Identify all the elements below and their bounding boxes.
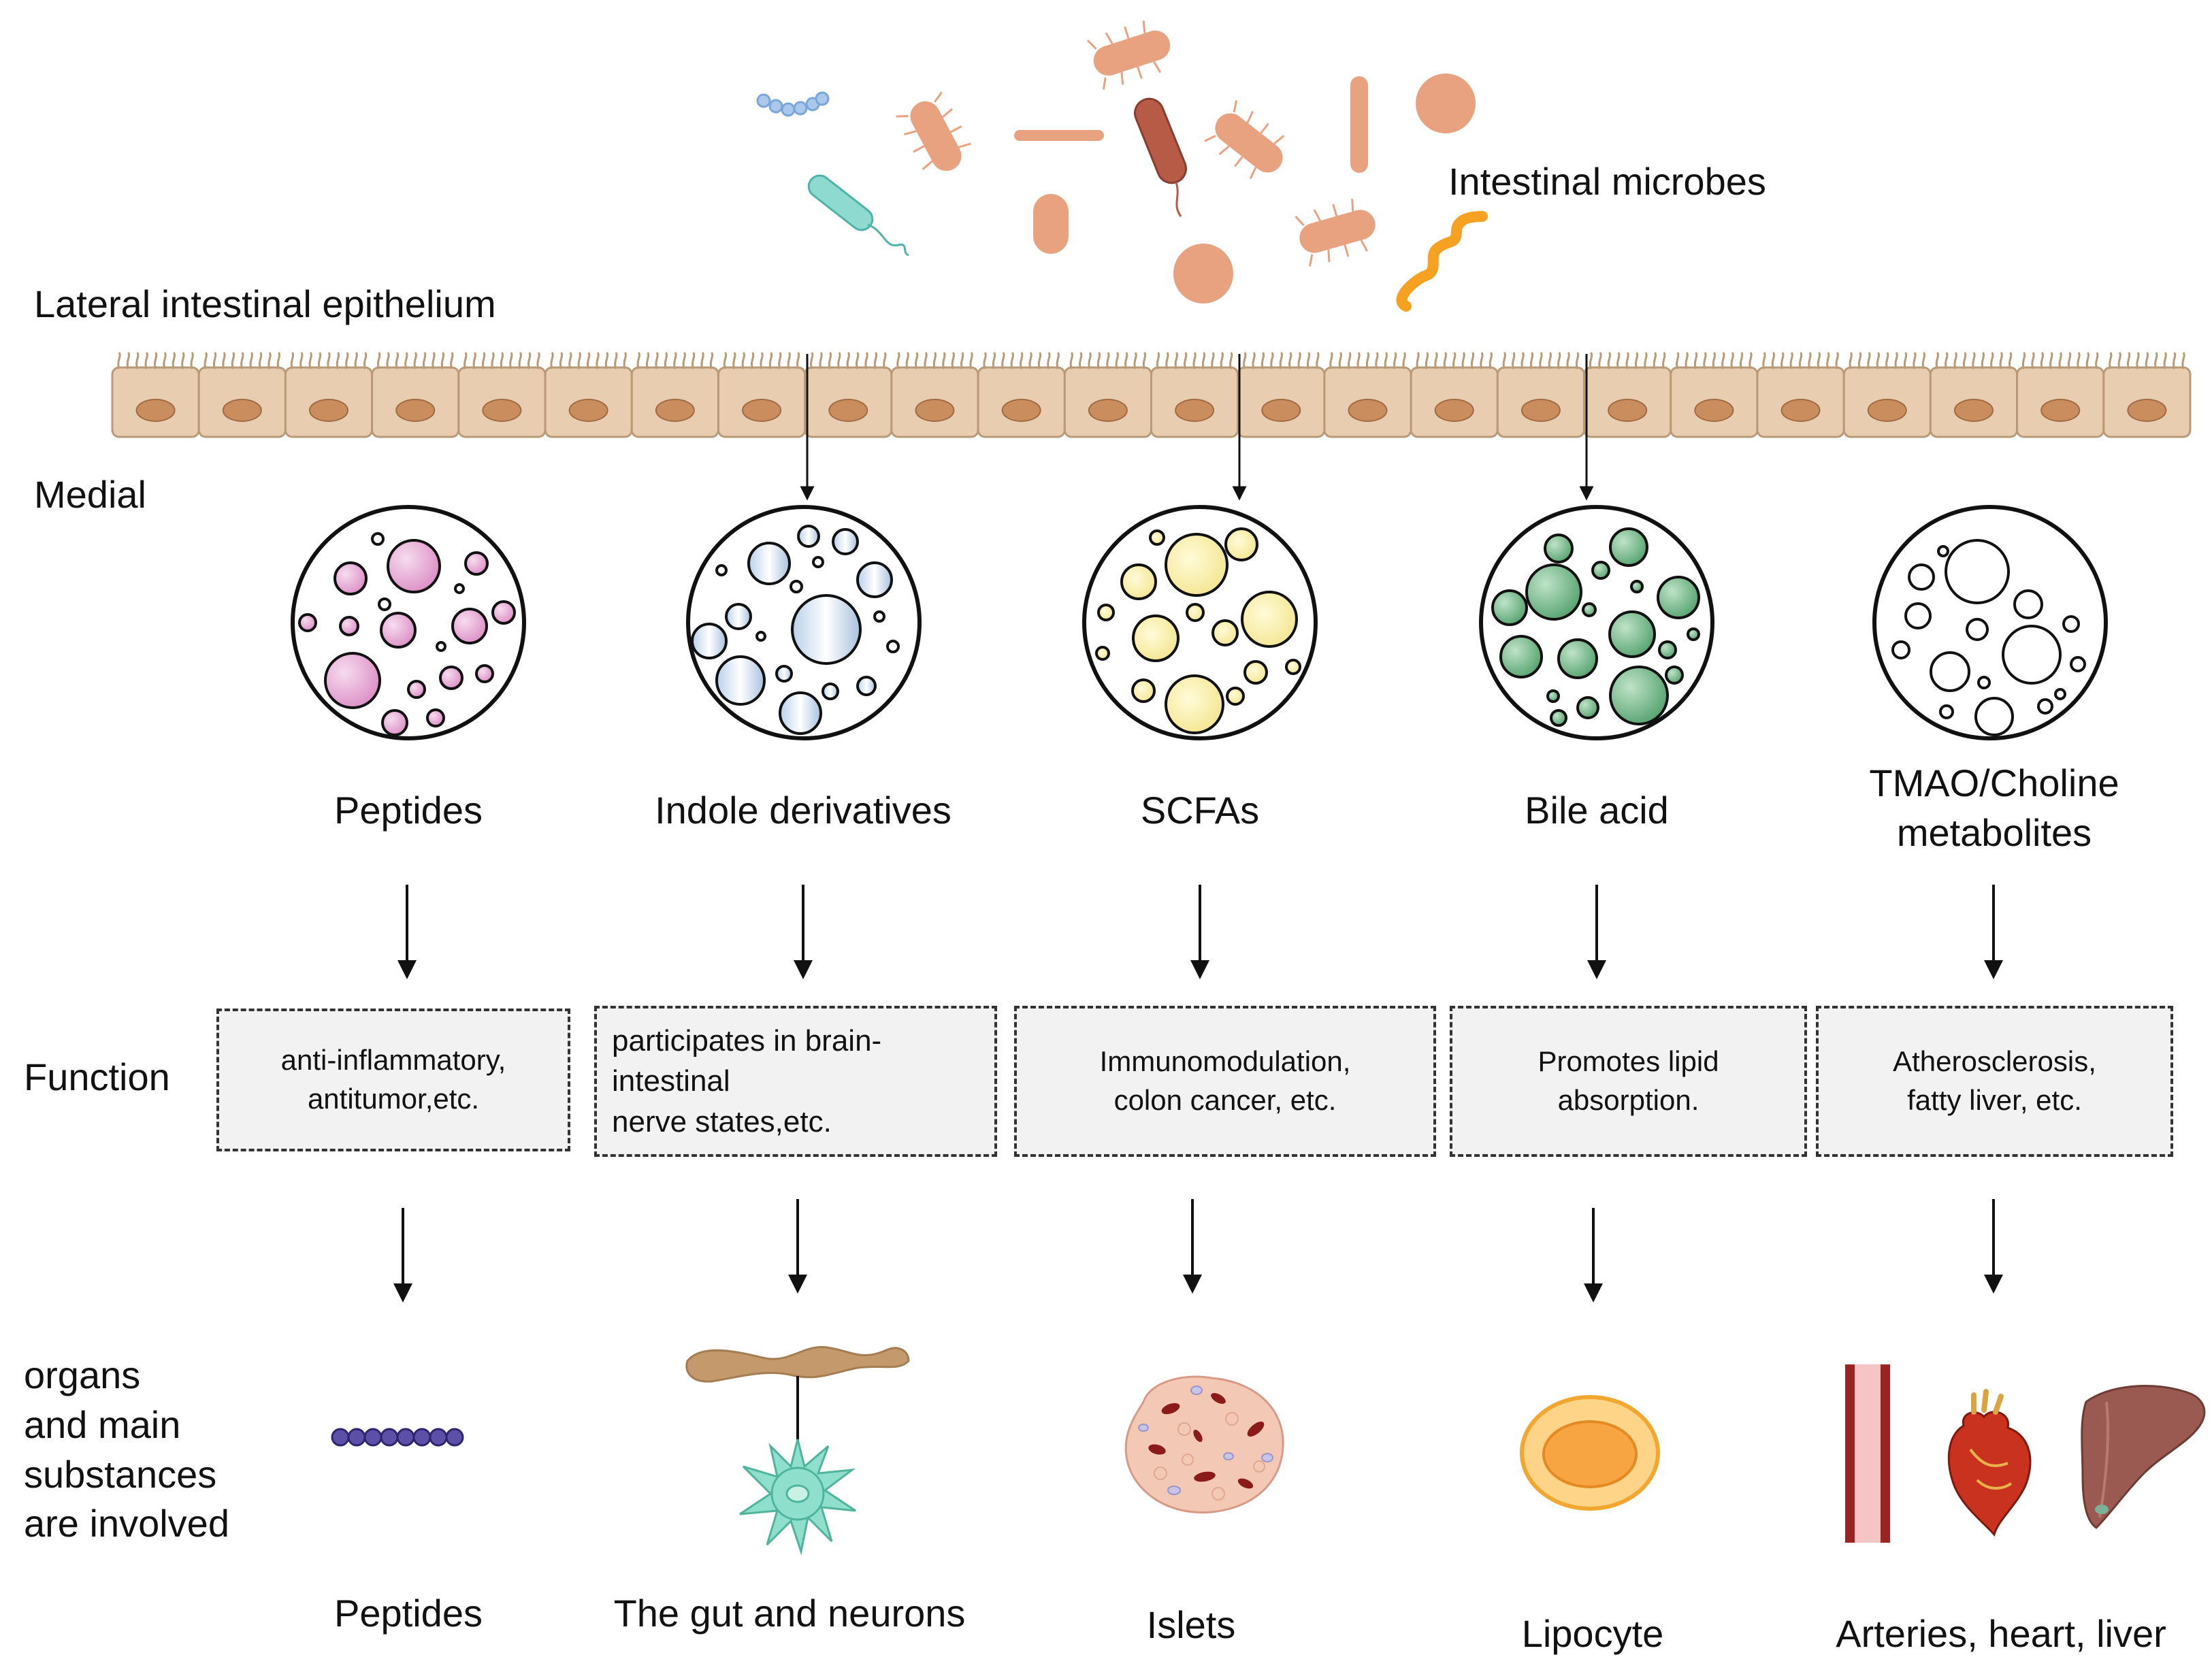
- lipocyte-icon: [1520, 1395, 1660, 1511]
- flow-arrows: [393, 885, 2003, 1302]
- organ-name: Arteries, heart, liver: [1836, 1612, 2166, 1655]
- epithelial-cell: [977, 352, 1066, 438]
- function-box: anti-inflammatory, antitumor,etc.: [216, 1009, 570, 1151]
- metabolite-name: Indole derivatives: [655, 789, 952, 832]
- epithelial-cell: [804, 352, 893, 438]
- coccus-chain-icon: [756, 91, 830, 117]
- epithelial-cell: [1670, 352, 1759, 438]
- short-rod-bacterium-icon: [1033, 194, 1069, 254]
- islet-icon: [1124, 1375, 1284, 1514]
- epithelial-cell: [197, 352, 287, 438]
- artery-icon: [1845, 1364, 1890, 1543]
- epithelial-cell: [1323, 352, 1412, 438]
- thin-rod-bacterium-icon: [1014, 130, 1104, 141]
- epithelium-arrows: [800, 354, 1594, 501]
- microbes-group: [756, 20, 1488, 312]
- organ-name: Islets: [1146, 1603, 1236, 1646]
- liver-icon: [2081, 1385, 2206, 1529]
- thin-rod-bacterium-icon: [1350, 76, 1368, 173]
- hairy-bacterium-icon: [1204, 100, 1285, 180]
- function-box: Promotes lipid absorption.: [1450, 1006, 1807, 1157]
- function-box: participates in brain-intestinal nerve s…: [594, 1006, 997, 1157]
- metabolite-scfas-circle: [1082, 505, 1318, 740]
- epithelial-cell: [111, 352, 200, 438]
- epithelial-cell: [630, 352, 719, 438]
- epithelial-cell: [2102, 352, 2192, 438]
- epithelial-cell: [1583, 352, 1672, 438]
- lateral-epithelium-label: Lateral intestinal epithelium: [34, 282, 496, 325]
- function-text: Immunomodulation, colon cancer, etc.: [1099, 1045, 1351, 1116]
- intestinal-microbes-label: Intestinal microbes: [1448, 160, 1766, 203]
- intestinal-epithelium: [111, 352, 2192, 438]
- medial-label: Medial: [34, 473, 146, 516]
- coccus-bacterium-icon: [1173, 244, 1233, 304]
- metabolite-peptides-circle: [291, 505, 526, 740]
- organs-label: organs and main substances are involved: [24, 1354, 229, 1545]
- dark-bacterium-icon: [1134, 97, 1187, 217]
- epithelial-cell: [890, 352, 979, 438]
- epithelial-cell: [544, 352, 633, 438]
- epithelial-cell: [1063, 352, 1152, 438]
- metabolite-name: Peptides: [334, 789, 483, 832]
- function-box: Atherosclerosis, fatty liver, etc.: [1816, 1006, 2173, 1157]
- organ-name: Lipocyte: [1521, 1612, 1664, 1655]
- metabolite-name: Bile acid: [1525, 789, 1669, 832]
- heart-icon: [1947, 1389, 2032, 1537]
- teal-bacterium-icon: [807, 174, 909, 257]
- epithelial-cell: [457, 352, 547, 438]
- epithelial-cell: [1496, 352, 1586, 438]
- epithelial-cell: [1150, 352, 1239, 438]
- function-text: Atherosclerosis, fatty liver, etc.: [1893, 1045, 2096, 1116]
- epithelial-cell: [1410, 352, 1499, 438]
- gut-neuron-icon: [685, 1345, 910, 1556]
- epithelial-cell: [284, 352, 374, 438]
- metabolite-name: SCFAs: [1140, 789, 1260, 832]
- hairy-bacterium-icon: [1295, 199, 1376, 267]
- epithelial-cell: [371, 352, 460, 438]
- function-text: Promotes lipid absorption.: [1538, 1045, 1719, 1116]
- metabolite-tmao-circle: [1872, 505, 2108, 740]
- function-box: Immunomodulation, colon cancer, etc.: [1014, 1006, 1436, 1157]
- epithelial-cell: [1842, 352, 1932, 438]
- organ-name: Peptides: [334, 1592, 483, 1635]
- function-text: anti-inflammatory, antitumor,etc.: [280, 1044, 506, 1115]
- spirochete-icon: [1396, 211, 1488, 312]
- epithelial-cell: [1237, 352, 1326, 438]
- hairy-bacterium-icon: [896, 91, 971, 171]
- epithelial-cell: [717, 352, 807, 438]
- organ-name: The gut and neurons: [613, 1592, 966, 1635]
- metabolite-indole-circle: [686, 505, 922, 740]
- epithelial-cell: [1756, 352, 1845, 438]
- peptide-chain-icon: [331, 1428, 464, 1447]
- metabolite-name: TMAO/Choline metabolites: [1869, 761, 2119, 854]
- metabolite-bile-acid-circle: [1479, 505, 1714, 740]
- coccus-bacterium-icon: [1416, 73, 1476, 133]
- function-label: Function: [24, 1055, 170, 1098]
- epithelial-cell: [1929, 352, 2019, 438]
- function-text: participates in brain-intestinal nerve s…: [612, 1023, 882, 1138]
- epithelial-cell: [2016, 352, 2105, 438]
- hairy-bacterium-icon: [1086, 20, 1171, 90]
